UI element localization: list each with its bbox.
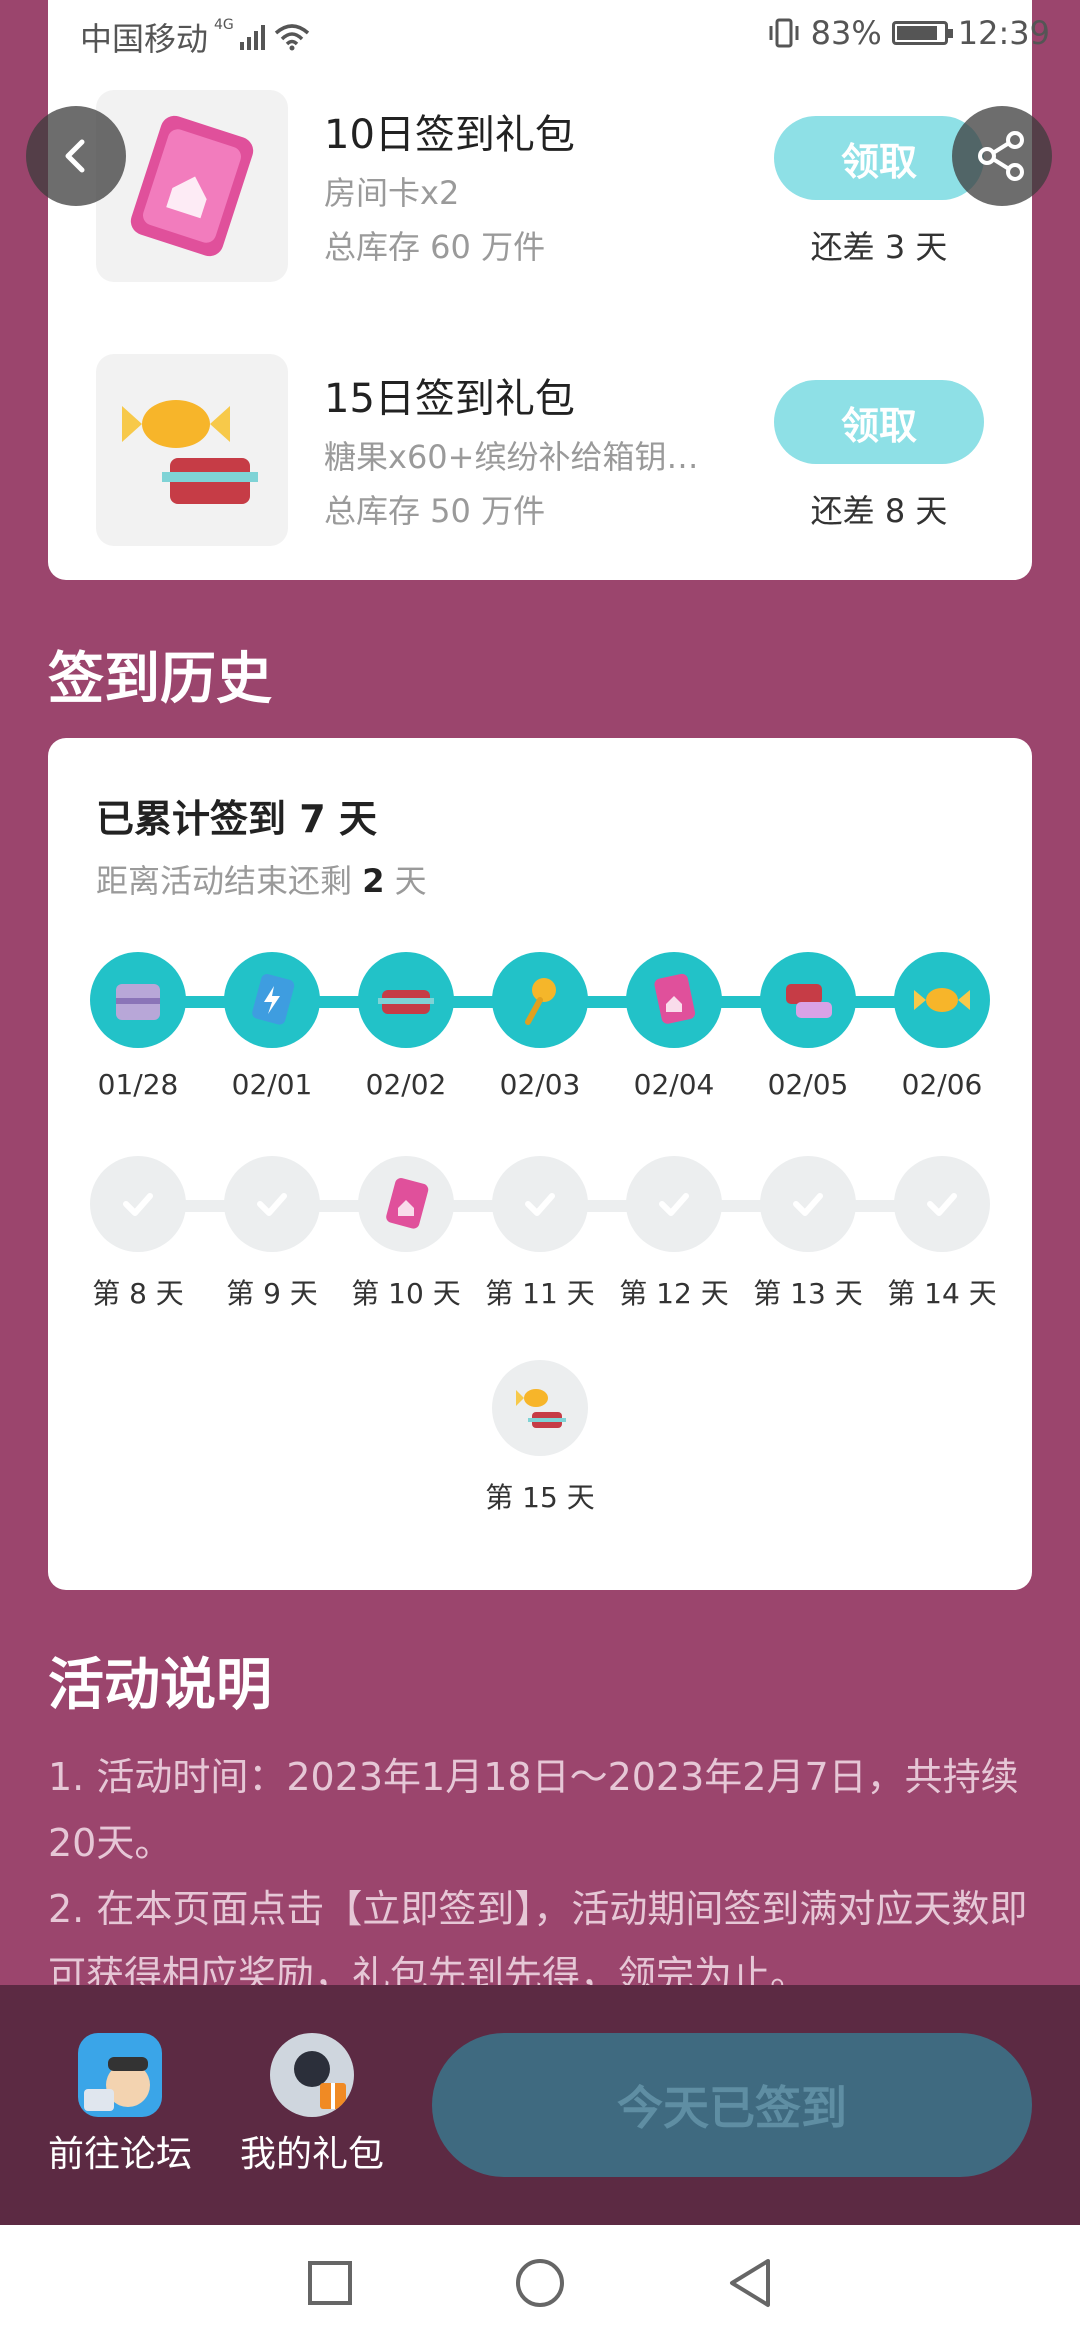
energy-card-icon [252, 974, 295, 1025]
candy-icon [914, 988, 970, 1012]
signed-date-label: 01/28 [97, 1068, 179, 1101]
status-right: 83% 12:39 [767, 14, 1050, 52]
total-signin-days: 已累计签到 7 天 [96, 797, 377, 841]
future-days-row [48, 1156, 1032, 1256]
wifi-icon [274, 24, 309, 51]
bottom-action-bar: 前往论坛 我的礼包 今天已签到 [0, 1985, 1080, 2225]
gift-stock: 总库存 60 万件 [324, 228, 546, 266]
future-day-node[interactable] [492, 1156, 588, 1252]
gift-bundle-icon [786, 984, 832, 1018]
status-left: 中国移动 4G [80, 14, 310, 60]
remaining-days: 还差 3 天 [810, 228, 948, 266]
check-icon [257, 1193, 287, 1216]
system-nav-bar [0, 2225, 1080, 2340]
signed-day-node[interactable] [760, 952, 856, 1048]
total-days-value: 7 [299, 797, 326, 841]
signed-day-node[interactable] [492, 952, 588, 1048]
signed-day-node[interactable] [626, 952, 722, 1048]
candy-chest-icon [122, 400, 258, 504]
signed-date-label: 02/03 [499, 1068, 581, 1101]
my-gifts-label: 我的礼包 [239, 2134, 384, 2175]
vibrate-icon [769, 18, 799, 48]
back-button[interactable] [26, 106, 126, 206]
signed-days-row [48, 952, 1032, 1052]
home-icon[interactable] [514, 2257, 566, 2309]
network-type: 4G [214, 17, 234, 33]
future-day-label: 第 11 天 [485, 1277, 595, 1310]
final-day-label: 第 15 天 [485, 1481, 595, 1514]
claim-button-10day[interactable]: 领取 [774, 116, 984, 200]
forum-app-icon [78, 2033, 162, 2117]
chevron-left-icon [65, 139, 85, 173]
history-card: 已累计签到 7 天 距离活动结束还剩 2 天 01/28 02/0 [48, 738, 1032, 1590]
signed-date-label: 02/05 [767, 1068, 849, 1101]
recents-icon[interactable] [306, 2259, 354, 2307]
forum-label: 前往论坛 [47, 2134, 192, 2175]
status-bar: 中国移动 4G 83% 12:39 [0, 0, 1080, 72]
gift-title: 15日签到礼包 [324, 376, 575, 422]
signed-day-node[interactable] [358, 952, 454, 1048]
history-section-title: 签到历史 [48, 647, 272, 712]
future-day-node[interactable] [90, 1156, 186, 1252]
gift-title: 10日签到礼包 [324, 112, 575, 158]
end-days-value: 2 [362, 862, 385, 900]
signal-icon [239, 25, 265, 50]
future-day-label: 第 14 天 [887, 1277, 997, 1310]
signed-date-label: 02/06 [901, 1068, 983, 1101]
room-card-icon [130, 115, 254, 257]
future-day-label: 第 8 天 [92, 1277, 184, 1310]
chest-icon [116, 984, 160, 1020]
future-day-label: 第 10 天 [351, 1277, 461, 1310]
gift-description: 糖果x60+缤纷补给箱钥… [324, 438, 699, 476]
gift-description: 房间卡x2 [324, 174, 460, 212]
flower-icon [525, 978, 556, 1025]
description-line: 1. 活动时间：2023年1月18日～2023年2月7日，共持续20天。 [48, 1755, 1019, 1865]
check-icon [123, 1193, 153, 1216]
room-card-icon [386, 1178, 429, 1229]
future-day-label: 第 13 天 [753, 1277, 863, 1310]
carrier-label: 中国移动 [80, 20, 209, 58]
final-day-node[interactable] [492, 1360, 588, 1456]
days-until-end: 距离活动结束还剩 2 天 [96, 862, 427, 900]
check-icon [659, 1193, 689, 1216]
claim-button-15day[interactable]: 领取 [774, 380, 984, 464]
my-gifts-tab[interactable]: 我的礼包 [232, 2033, 392, 2177]
signed-date-label: 02/02 [365, 1068, 447, 1101]
back-nav-icon[interactable] [726, 2257, 774, 2309]
battery-percent: 83% [810, 14, 882, 52]
room-card-icon [654, 973, 696, 1024]
signed-day-node[interactable] [894, 952, 990, 1048]
signed-date-label: 02/04 [633, 1068, 715, 1101]
check-icon [793, 1193, 823, 1216]
share-icon [978, 131, 1024, 181]
future-day-node[interactable] [224, 1156, 320, 1252]
future-day-label: 第 9 天 [226, 1277, 318, 1310]
avatar [270, 2033, 354, 2117]
signed-day-node[interactable] [224, 952, 320, 1048]
gift-stock: 总库存 50 万件 [324, 492, 546, 530]
supply-box-icon [378, 990, 434, 1014]
signed-date-label: 02/01 [231, 1068, 313, 1101]
clock: 12:39 [957, 14, 1050, 52]
check-icon [525, 1193, 555, 1216]
forum-tab[interactable]: 前往论坛 [40, 2033, 200, 2177]
candy-chest-icon [516, 1389, 566, 1428]
future-day-node[interactable] [760, 1156, 856, 1252]
gift-list-card: 10日签到礼包 房间卡x2 总库存 60 万件 领取 还差 3 天 15日签到礼… [48, 0, 1032, 580]
battery-icon [891, 21, 953, 45]
signed-day-node[interactable] [90, 952, 186, 1048]
gift-thumbnail [96, 90, 288, 282]
check-icon [927, 1193, 957, 1216]
remaining-days: 还差 8 天 [810, 492, 948, 530]
future-day-node[interactable] [626, 1156, 722, 1252]
description-section-title: 活动说明 [48, 1653, 272, 1718]
signed-today-button[interactable]: 今天已签到 [432, 2033, 1032, 2177]
gift-thumbnail [96, 354, 288, 546]
future-day-node[interactable] [358, 1156, 454, 1252]
future-day-label: 第 12 天 [619, 1277, 729, 1310]
share-button[interactable] [952, 106, 1052, 206]
future-day-node[interactable] [894, 1156, 990, 1252]
